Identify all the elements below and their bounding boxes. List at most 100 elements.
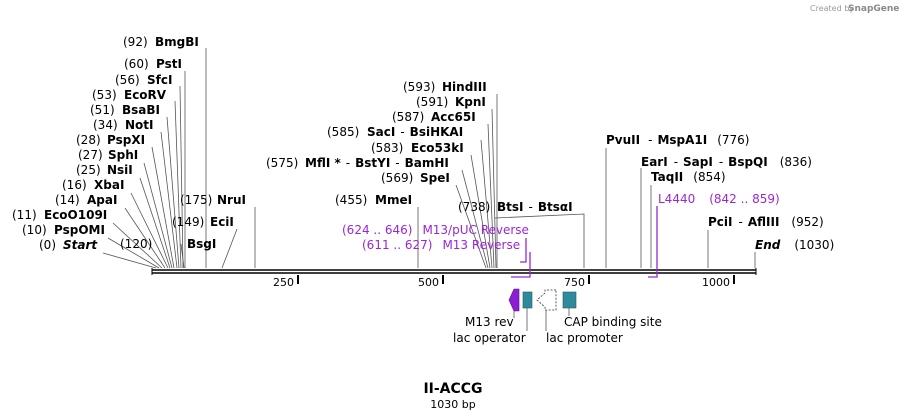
site-position: (854) (693, 170, 725, 184)
enzyme-name: PstI (156, 57, 182, 71)
site-position: (776) (717, 133, 749, 147)
enzyme-name: Eco53kI (411, 141, 464, 155)
site-position: (569) (381, 171, 413, 185)
site-label: (53) EcoRV (92, 88, 167, 102)
enzyme-name: BspQI (728, 155, 768, 169)
enzyme-name: EcoO109I (44, 208, 107, 222)
enzyme-name: SfcI (147, 73, 172, 87)
site-label: EarI-SapI-BspQI(836) (641, 155, 812, 169)
site-label: (175)NruI (180, 193, 246, 207)
enzyme-name: EcoRV (124, 88, 167, 102)
site-position: (53) (92, 88, 117, 102)
site-position: (34) (93, 118, 118, 132)
features-track: M13 rev lac operator lac promoter CAP bi… (453, 288, 662, 345)
site-label: (583) Eco53kI (371, 141, 464, 155)
site-position: (952) (791, 215, 823, 229)
site-position: (14) (55, 193, 80, 207)
enzyme-name: MflI * (305, 156, 341, 170)
enzyme-name: TaqII (651, 170, 683, 184)
site-label: (14) ApaI (55, 193, 117, 207)
site-position: (56) (115, 73, 140, 87)
enzyme-name: PspXI (107, 133, 145, 147)
primer-range: (611 .. 627) (362, 238, 432, 252)
enzyme-name: SapI (683, 155, 713, 169)
lac-operator-feature[interactable] (522, 291, 533, 309)
enzyme-name: BsiHKAI (410, 125, 464, 139)
site-position: (60) (124, 57, 149, 71)
cap-binding-site-feature[interactable] (562, 291, 577, 309)
site-label: (593)HindIII (403, 80, 487, 94)
enzyme-name: PspOMI (54, 223, 105, 237)
site-position: (591) (416, 95, 448, 109)
primer-arrow (511, 252, 531, 278)
site-label: (587)Acc65I (392, 110, 476, 124)
site-label: PvuII-MspA1I(776) (606, 133, 750, 147)
end-label: End (755, 238, 781, 252)
site-label: (16) XbaI (62, 178, 124, 192)
primer-label[interactable]: (611 .. 627) M13 Reverse (362, 238, 520, 252)
site-position: (583) (371, 141, 403, 155)
site-position: (587) (392, 110, 424, 124)
site-label: (34)NotI (93, 118, 154, 132)
site-position: (16) (62, 178, 87, 192)
scale-axis: 250 500 750 1000 (273, 275, 735, 289)
snapgene-logo: SnapGene (848, 4, 899, 14)
site-position: (836) (780, 155, 812, 169)
site-leader-lines (102, 48, 756, 269)
enzyme-name: EarI (641, 155, 668, 169)
tick-label-500: 500 (418, 276, 439, 289)
site-label: (149)EciI (172, 215, 234, 229)
primer-label[interactable]: (624 .. 646)M13/pUC Reverse (342, 223, 529, 237)
map-title: II-ACCG (423, 381, 482, 397)
site-position: (593) (403, 80, 435, 94)
tick-label-250: 250 (273, 276, 294, 289)
primer-name: M13/pUC Reverse (422, 223, 529, 237)
site-position: (175) (180, 193, 212, 207)
site-position: (10) (22, 223, 47, 237)
enzyme-name: XbaI (94, 178, 124, 192)
site-label: (11) EcoO109I (12, 208, 107, 222)
site-label: (0)Start (39, 238, 98, 252)
m13-rev-feature[interactable] (508, 288, 520, 312)
site-label: TaqII (854) (651, 170, 726, 184)
site-label: (585)SacI-BsiHKAI (327, 125, 463, 139)
site-label: PciI-AflIII(952) (708, 215, 824, 229)
enzyme-name: BsaBI (122, 103, 160, 117)
sequence-backbone (151, 268, 757, 275)
site-position: (455) (335, 193, 367, 207)
site-label: (738)BtsI-BtsαI (458, 200, 573, 214)
site-label: (28)PspXI (76, 133, 145, 147)
primer-name: L4440 (658, 192, 695, 206)
site-label: End(1030) (755, 238, 834, 252)
site-label: (569) SpeI (381, 171, 450, 185)
tick-label-750: 750 (564, 276, 585, 289)
enzyme-name: ApaI (87, 193, 117, 207)
enzyme-name: KpnI (455, 95, 486, 109)
enzyme-name: SacI (367, 125, 395, 139)
start-label: Start (63, 238, 98, 252)
enzyme-name: BtsI (497, 200, 524, 214)
enzyme-name: SpeI (420, 171, 450, 185)
site-label: (10) PspOMI (22, 223, 105, 237)
primer-arrow (520, 238, 527, 263)
site-label: (455)MmeI (335, 193, 412, 207)
enzyme-name: BsgI (187, 237, 216, 251)
site-position: (149) (172, 215, 204, 229)
lac-promoter-feature[interactable] (536, 289, 557, 311)
site-label: (120)BsgI (120, 237, 216, 251)
primer-label[interactable]: L4440(842 .. 859) (658, 192, 780, 206)
tick-label-1000: 1000 (702, 276, 730, 289)
primer-annotations: (624 .. 646)M13/pUC Reverse (611 .. 627)… (342, 192, 780, 278)
enzyme-name: BtsαI (538, 200, 573, 214)
primer-name: M13 Reverse (442, 238, 520, 252)
site-position: (25) (76, 163, 101, 177)
site-position: (11) (12, 208, 37, 222)
enzyme-name: NsiI (107, 163, 133, 177)
site-label: (56) SfcI (115, 73, 172, 87)
site-label: (92)BmgBI (123, 35, 199, 49)
feature-label-m13-rev: M13 rev (465, 315, 514, 329)
site-label: (60) PstI (124, 57, 182, 71)
site-label: (51)BsaBI (90, 103, 160, 117)
site-label: (27)SphI (78, 148, 138, 162)
enzyme-name: MspA1I (657, 133, 707, 147)
